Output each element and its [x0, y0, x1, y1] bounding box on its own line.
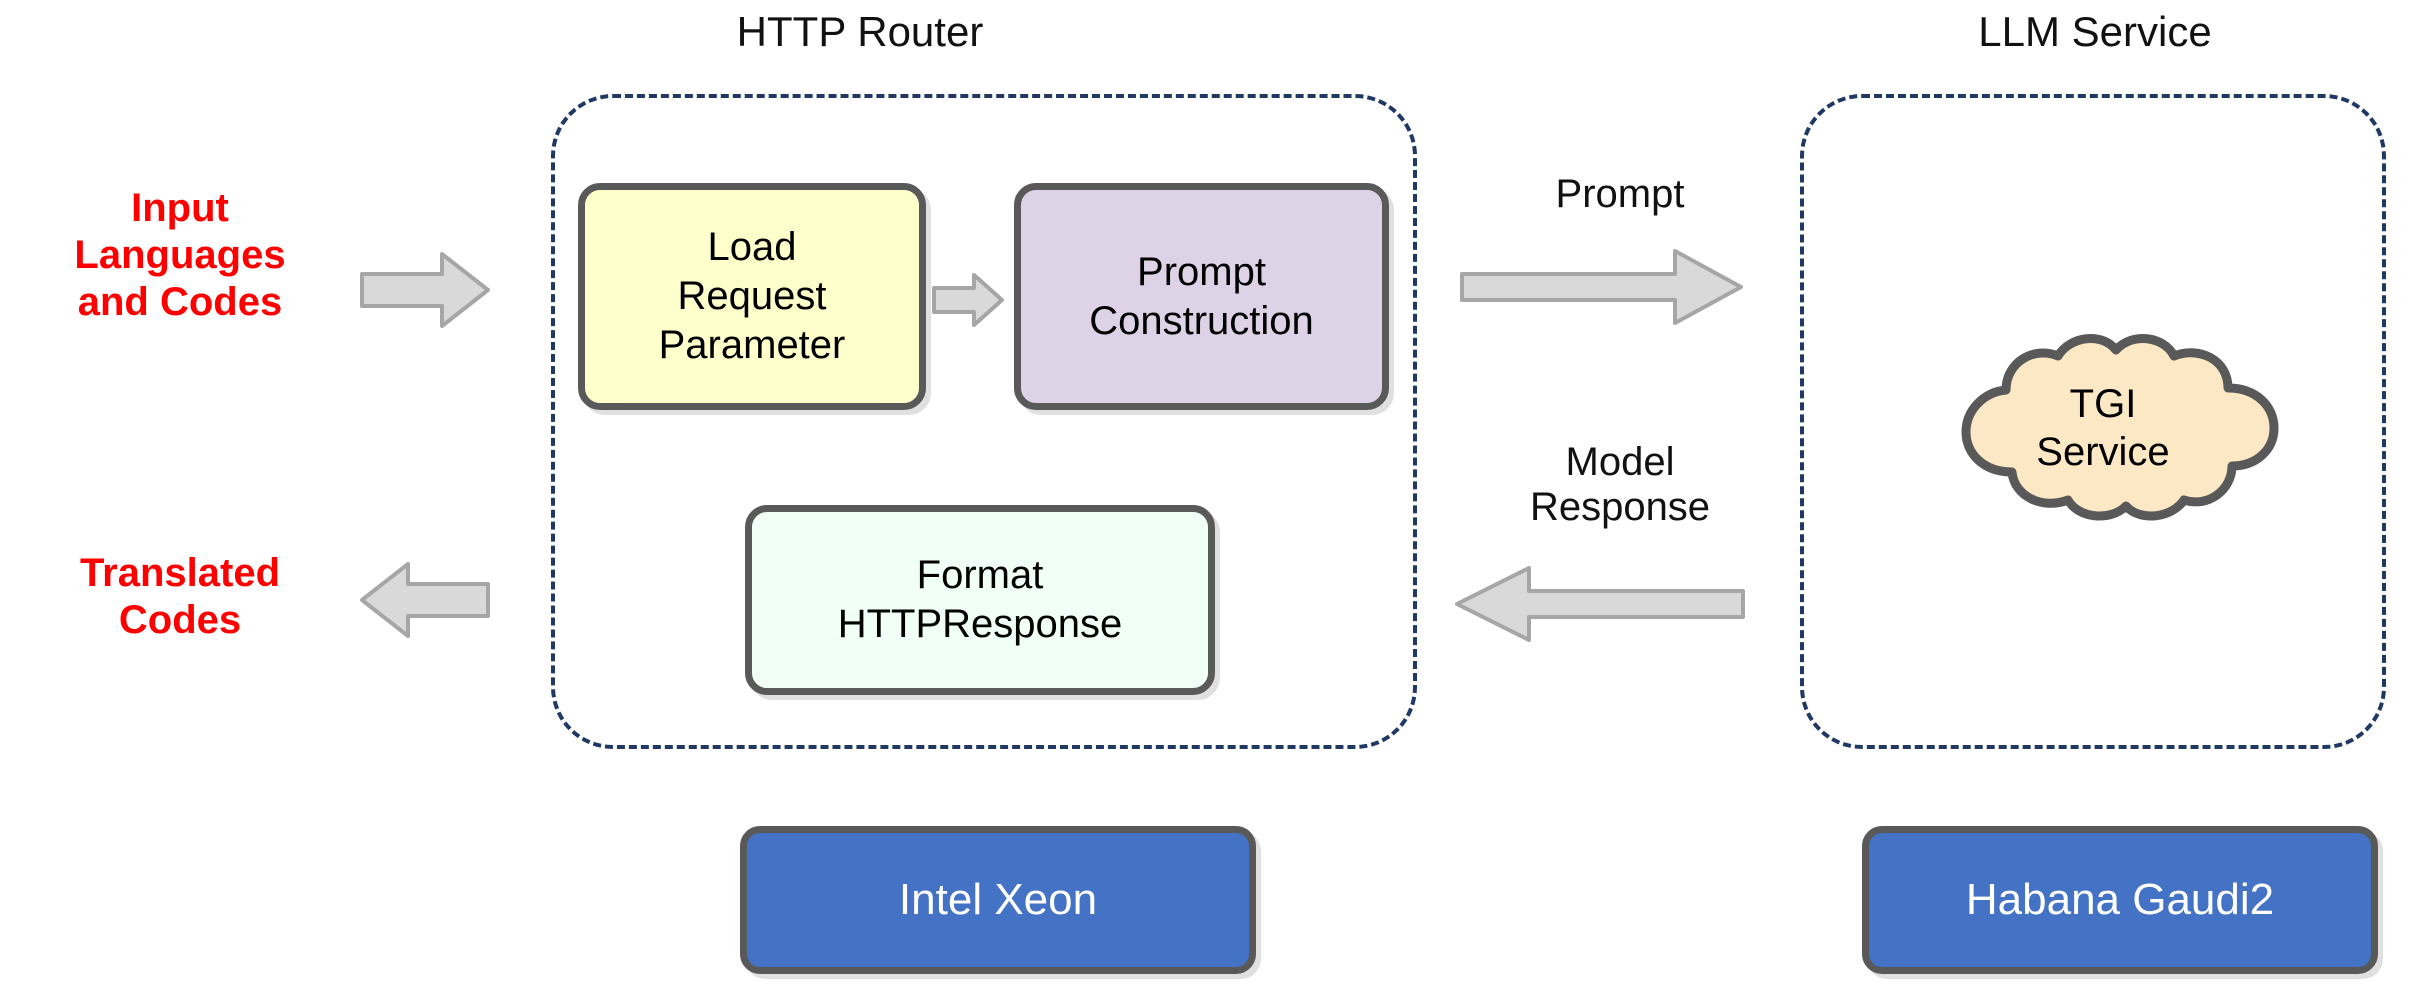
group-title-http-router: HTTP Router	[736, 8, 984, 55]
arrow-left-icon	[1455, 565, 1745, 643]
node-load-request-parameter[interactable]: Load Request Parameter	[578, 183, 926, 410]
llm-service-container	[1800, 94, 2386, 749]
arrow-right-icon	[1460, 248, 1743, 326]
hardware-box-habana-gaudi2[interactable]: Habana Gaudi2	[1862, 826, 2378, 974]
edge-label-model-response: Model Response	[1529, 440, 1711, 529]
translated-codes-label: Translated Codes	[79, 551, 281, 643]
model-response-flow-arrow	[1455, 566, 1745, 642]
node-prompt-construction[interactable]: Prompt Construction	[1014, 183, 1389, 410]
node-tgi-service[interactable]: TGI Service	[1898, 330, 2308, 525]
http-router-container	[551, 94, 1417, 749]
internal-flow-arrow	[932, 273, 1004, 327]
arrow-right-icon	[932, 272, 1004, 328]
group-title-llm-service: LLM Service	[1978, 8, 2212, 55]
hardware-box-intel-xeon[interactable]: Intel Xeon	[740, 826, 1256, 974]
node-format-httpresponse[interactable]: Format HTTPResponse	[745, 505, 1215, 695]
input-languages-and-codes-label: Input Languages and Codes	[74, 186, 286, 325]
cloud-icon	[1961, 334, 2279, 521]
edge-label-prompt: Prompt	[1555, 172, 1685, 216]
arrow-left-icon	[360, 560, 490, 640]
arrow-right-icon	[360, 250, 490, 330]
prompt-flow-arrow	[1460, 249, 1743, 325]
input-flow-arrow	[360, 252, 490, 328]
output-flow-arrow	[360, 562, 490, 638]
